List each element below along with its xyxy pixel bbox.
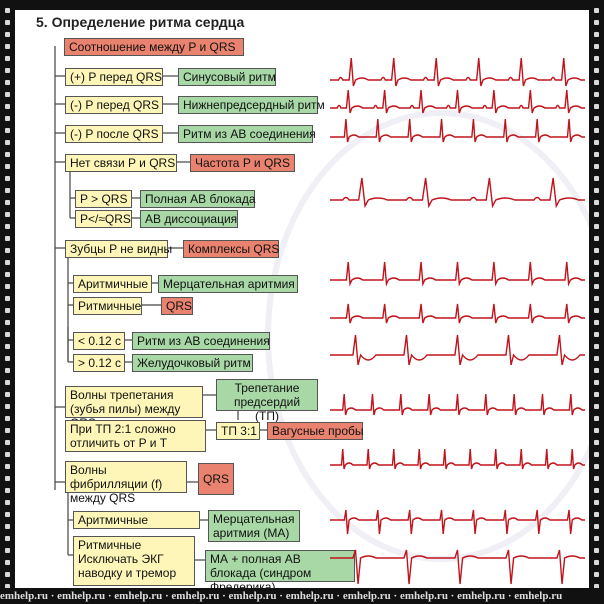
result-ventricular: Желудочковый ритм xyxy=(132,354,253,372)
key-qrs-fib: QRS xyxy=(198,463,234,495)
cond-arrhythmic: Аритмичные xyxy=(73,275,152,293)
ecg-trace xyxy=(330,549,585,585)
cond-p-gt-qrs: P > QRS xyxy=(75,190,132,208)
key-qrs-width: QRS xyxy=(161,297,193,315)
ecg-trace xyxy=(330,334,585,366)
cond-fib-rhythmic: Ритмичные Исключать ЭКГ наводку и тремор xyxy=(73,536,195,586)
result-low-atrial: Нижнепредсердный ритм xyxy=(178,96,325,114)
key-qrs-complexes: Комплексы QRS xyxy=(183,240,279,258)
cond-p-not-visible: Зубцы P не видны xyxy=(65,240,172,258)
flutter-ratio-box: ТП 3:1 xyxy=(216,422,260,440)
result-sinus: Синусовый ритм xyxy=(178,68,276,86)
ecg-trace xyxy=(330,177,585,209)
cond-p-before-neg: (-) P перед QRS xyxy=(65,96,163,114)
cond-p-before-pos: (+) P перед QRS xyxy=(65,68,163,86)
ecg-trace xyxy=(330,89,585,114)
ecg-trace xyxy=(330,118,585,143)
ecg-trace xyxy=(330,509,585,535)
result-atrial-flutter: Трепетание предсердий (ТП) xyxy=(216,379,318,423)
root-box: Соотношение между P и QRS xyxy=(64,38,244,56)
footer-watermark: emhelp.ru · emhelp.ru · emhelp.ru · emhe… xyxy=(0,588,604,604)
cond-rhythmic: Ритмичные xyxy=(73,297,142,315)
left-dot-border xyxy=(0,0,15,604)
cond-p-le-qrs: P</≈QRS xyxy=(75,210,132,228)
result-junctional: Ритм из АВ соединения xyxy=(132,332,270,350)
result-av-dissociation: АВ диссоциация xyxy=(140,210,238,228)
result-complete-av-block: Полная АВ блокада xyxy=(140,190,256,208)
ecg-trace xyxy=(330,303,585,324)
cond-p-after-neg: (-) P после QRS xyxy=(65,125,163,143)
cond-qrs-narrow: < 0.12 с xyxy=(73,332,125,350)
right-dot-border xyxy=(589,0,604,604)
result-fib-ma: Мерцательная аритмия (МА) xyxy=(208,510,300,542)
ecg-trace xyxy=(330,393,585,416)
cond-no-link: Нет связи P и QRS xyxy=(65,154,177,172)
fib-rhythmic-note: Исключать ЭКГ наводку и тремор xyxy=(78,552,177,580)
cond-qrs-wide: > 0.12 с xyxy=(73,354,125,372)
cond-fibrillation-waves: Волны фибрилляции (f) между QRS xyxy=(65,461,187,505)
vagal-test-box: Вагусные пробы xyxy=(267,422,364,440)
ecg-trace xyxy=(330,57,585,87)
result-afib: Мерцательная аритмия xyxy=(158,275,298,293)
cond-fib-arrhythmic: Аритмичные xyxy=(73,511,200,529)
note-flutter-2-1: При ТП 2:1 сложно отличить от P и T xyxy=(65,420,206,452)
page-title: 5. Определение ритма сердца xyxy=(36,14,245,30)
result-av-junction: Ритм из АВ соединения xyxy=(178,125,316,143)
key-rate-p-qrs: Частота P и QRS xyxy=(190,154,295,172)
ecg-trace xyxy=(330,448,585,470)
ecg-trace xyxy=(330,261,585,287)
fib-rhythmic-label: Ритмичные xyxy=(78,538,142,552)
